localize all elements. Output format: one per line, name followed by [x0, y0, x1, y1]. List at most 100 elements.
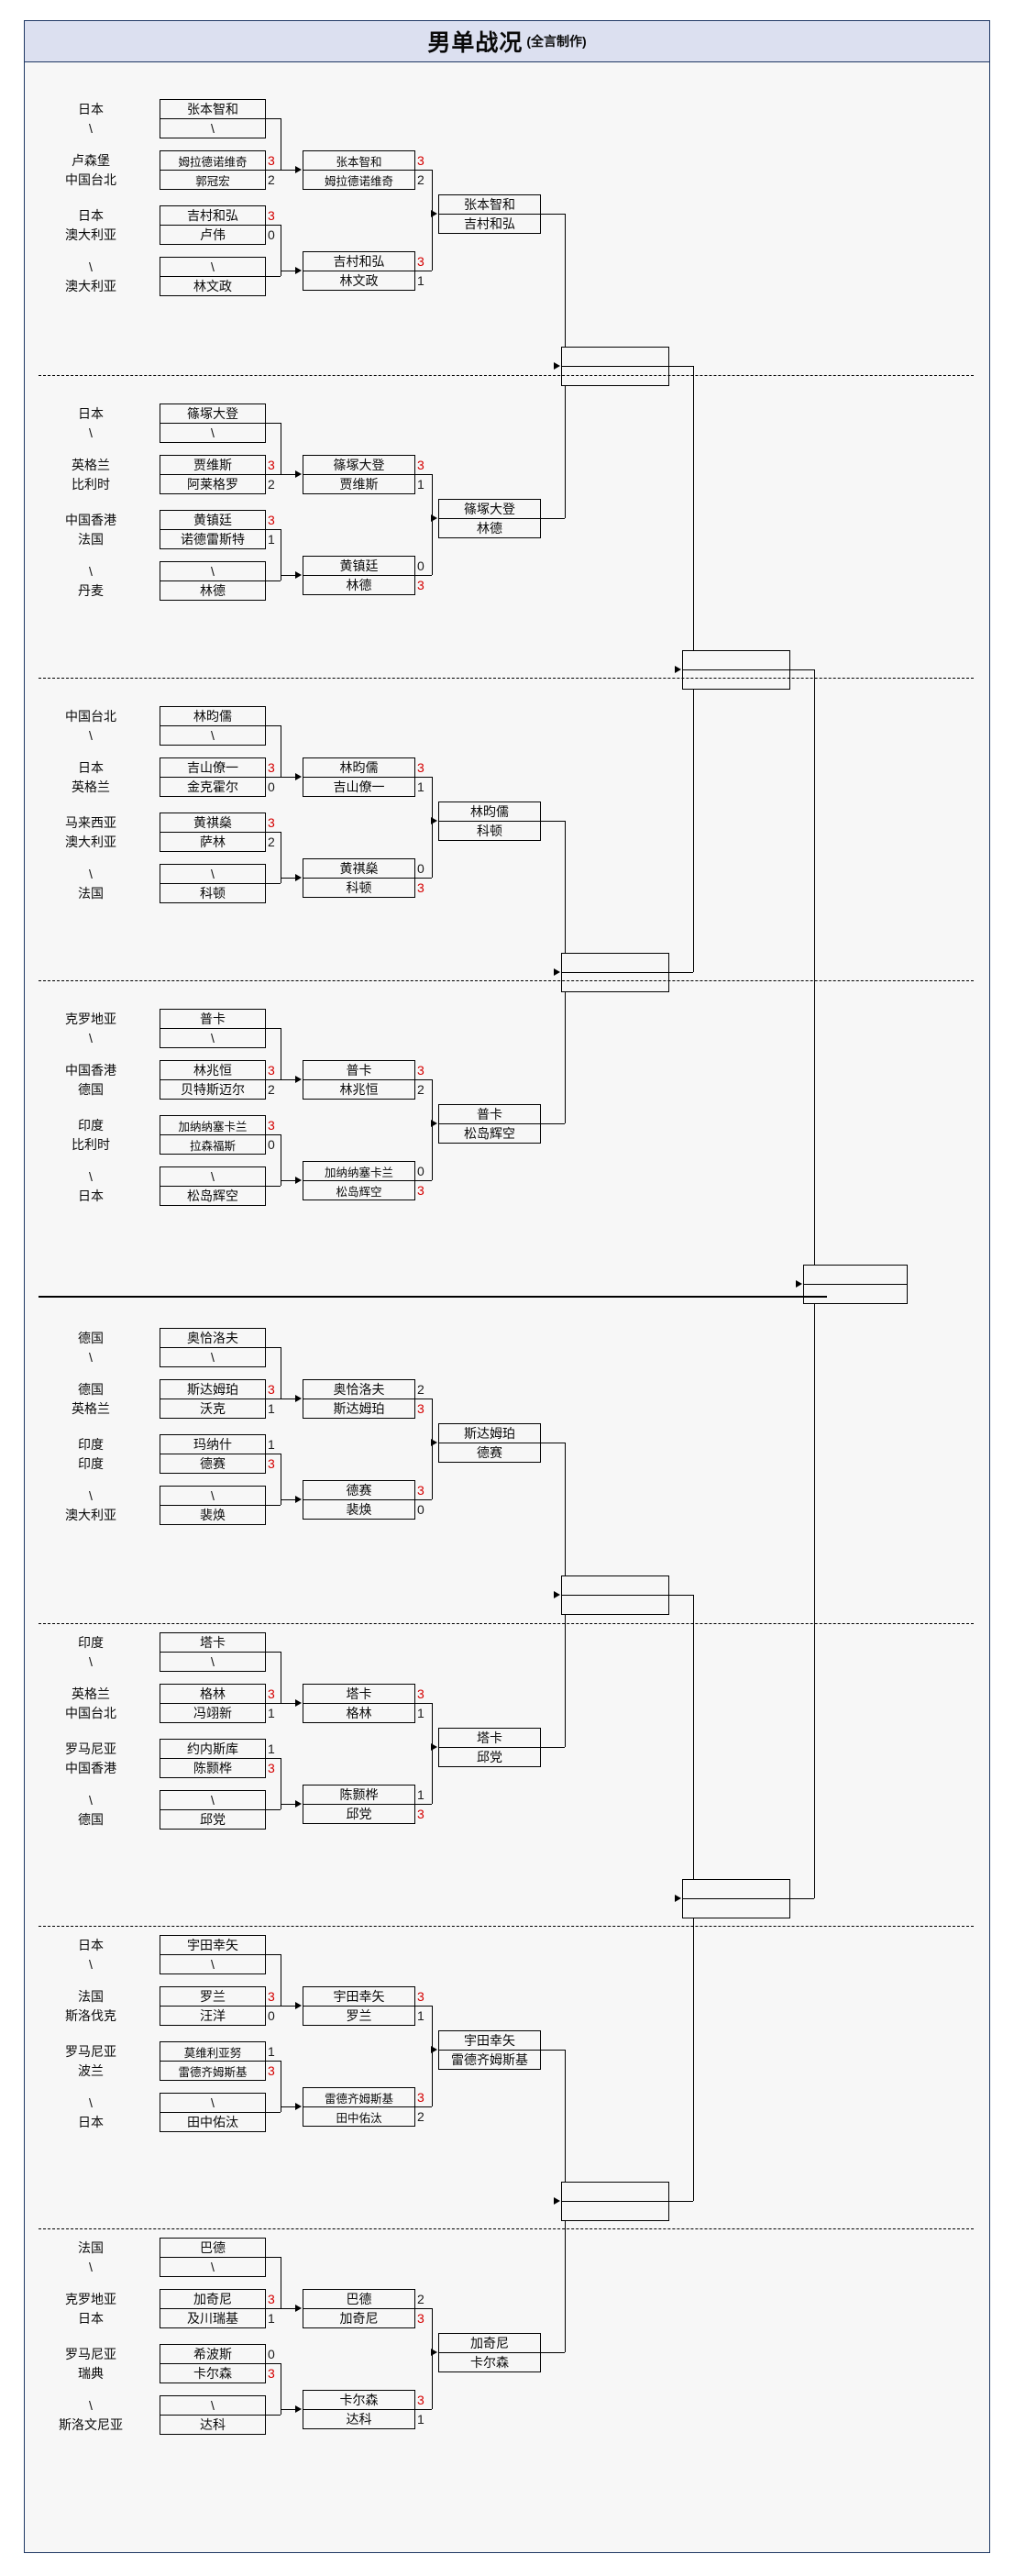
- r1-match-s8-0-top[interactable]: 巴德: [160, 2238, 266, 2258]
- r1-match-s1-2-bottom[interactable]: 卢伟: [160, 225, 266, 245]
- r2-match-s7-1-bottom[interactable]: 田中佑汰: [303, 2106, 415, 2127]
- r2-match-s7-1-top[interactable]: 雷德齐姆斯基: [303, 2087, 415, 2107]
- r2-match-s3-0-bottom[interactable]: 吉山僚一: [303, 777, 415, 797]
- r2-match-s4-1-top[interactable]: 加纳纳塞卡兰: [303, 1161, 415, 1181]
- r1-match-s6-2-top[interactable]: 约内斯库: [160, 1739, 266, 1759]
- r2-match-s6-1-bottom[interactable]: 邱党: [303, 1804, 415, 1824]
- r3-match-s8-top[interactable]: 加奇尼: [438, 2333, 541, 2353]
- r2-match-s5-0-top[interactable]: 奥恰洛夫: [303, 1379, 415, 1399]
- r1-match-s6-3-bottom[interactable]: 邱党: [160, 1809, 266, 1830]
- r1-match-s4-3-bottom[interactable]: 松岛辉空: [160, 1186, 266, 1206]
- r1-match-s4-0-top[interactable]: 普卡: [160, 1009, 266, 1029]
- r2-match-s8-1-bottom[interactable]: 达科: [303, 2409, 415, 2429]
- r2-match-s8-0-bottom[interactable]: 加奇尼: [303, 2308, 415, 2328]
- r1-match-s1-0-bottom[interactable]: \: [160, 118, 266, 138]
- r1-match-s5-2-top[interactable]: 玛纳什: [160, 1434, 266, 1454]
- r1-match-s2-0-top[interactable]: 篠塚大登: [160, 404, 266, 424]
- r2-match-s3-0-top[interactable]: 林昀儒: [303, 757, 415, 778]
- r2-match-s5-1-top[interactable]: 德赛: [303, 1480, 415, 1500]
- r3-match-s1-bottom[interactable]: 吉村和弘: [438, 214, 541, 234]
- r1-match-s8-1-top[interactable]: 加奇尼: [160, 2289, 266, 2309]
- r1-match-s1-1-bottom[interactable]: 郭冠宏: [160, 170, 266, 190]
- r3-match-s3-top[interactable]: 林昀儒: [438, 802, 541, 822]
- r4-match-r4a-top[interactable]: [561, 347, 669, 367]
- r1-match-s3-1-top[interactable]: 吉山僚一: [160, 757, 266, 778]
- r1-match-s3-0-bottom[interactable]: \: [160, 725, 266, 746]
- r2-match-s5-0-bottom[interactable]: 斯达姆珀: [303, 1399, 415, 1419]
- r5-match-r5b-top[interactable]: [682, 1879, 790, 1899]
- r1-match-s3-3-top[interactable]: \: [160, 864, 266, 884]
- r1-match-s7-2-top[interactable]: 莫维利亚努: [160, 2041, 266, 2062]
- r1-match-s4-3-top[interactable]: \: [160, 1166, 266, 1187]
- r2-match-s1-1-bottom[interactable]: 林文政: [303, 271, 415, 291]
- r1-match-s2-2-bottom[interactable]: 诺德雷斯特: [160, 529, 266, 549]
- r1-match-s4-0-bottom[interactable]: \: [160, 1028, 266, 1048]
- r1-match-s6-0-top[interactable]: 塔卡: [160, 1632, 266, 1653]
- r1-match-s5-1-bottom[interactable]: 沃克: [160, 1399, 266, 1419]
- r1-match-s6-1-top[interactable]: 格林: [160, 1684, 266, 1704]
- r1-match-s7-1-top[interactable]: 罗兰: [160, 1986, 266, 2007]
- r1-match-s1-3-top[interactable]: \: [160, 257, 266, 277]
- r1-match-s7-0-bottom[interactable]: \: [160, 1954, 266, 1974]
- r1-match-s1-2-top[interactable]: 吉村和弘: [160, 205, 266, 226]
- r1-match-s2-0-bottom[interactable]: \: [160, 423, 266, 443]
- r3-match-s5-bottom[interactable]: 德赛: [438, 1443, 541, 1463]
- r1-match-s2-3-bottom[interactable]: 林德: [160, 580, 266, 601]
- r2-match-s8-0-top[interactable]: 巴德: [303, 2289, 415, 2309]
- r2-match-s4-1-bottom[interactable]: 松岛辉空: [303, 1180, 415, 1200]
- r3-match-s7-bottom[interactable]: 雷德齐姆斯基: [438, 2050, 541, 2070]
- r3-match-s6-top[interactable]: 塔卡: [438, 1728, 541, 1748]
- r4-match-r4d-top[interactable]: [561, 2182, 669, 2202]
- r1-match-s4-1-bottom[interactable]: 贝特斯迈尔: [160, 1079, 266, 1100]
- r2-match-s7-0-bottom[interactable]: 罗兰: [303, 2006, 415, 2026]
- r3-match-s6-bottom[interactable]: 邱党: [438, 1747, 541, 1767]
- r2-match-s3-1-bottom[interactable]: 科顿: [303, 878, 415, 898]
- r5-match-r5a-bottom[interactable]: [682, 669, 790, 690]
- r1-match-s5-1-top[interactable]: 斯达姆珀: [160, 1379, 266, 1399]
- r1-match-s7-2-bottom[interactable]: 雷德齐姆斯基: [160, 2061, 266, 2081]
- r1-match-s2-1-top[interactable]: 贾维斯: [160, 455, 266, 475]
- r2-match-s3-1-top[interactable]: 黄祺燊: [303, 858, 415, 879]
- r1-match-s1-0-top[interactable]: 张本智和: [160, 99, 266, 119]
- r2-match-s1-1-top[interactable]: 吉村和弘: [303, 251, 415, 271]
- r1-match-s2-3-top[interactable]: \: [160, 561, 266, 581]
- r1-match-s6-1-bottom[interactable]: 冯翊新: [160, 1703, 266, 1723]
- r2-match-s4-0-bottom[interactable]: 林兆恒: [303, 1079, 415, 1100]
- r1-match-s8-3-bottom[interactable]: 达科: [160, 2415, 266, 2435]
- r2-match-s2-1-top[interactable]: 黄镇廷: [303, 556, 415, 576]
- r1-match-s7-1-bottom[interactable]: 汪洋: [160, 2006, 266, 2026]
- r2-match-s1-0-bottom[interactable]: 姆拉德诺维奇: [303, 170, 415, 190]
- r2-match-s5-1-bottom[interactable]: 裴焕: [303, 1499, 415, 1520]
- r1-match-s5-2-bottom[interactable]: 德赛: [160, 1454, 266, 1474]
- r1-match-s3-2-bottom[interactable]: 萨林: [160, 832, 266, 852]
- final-match-final-top[interactable]: [803, 1265, 908, 1285]
- r1-match-s5-3-top[interactable]: \: [160, 1486, 266, 1506]
- r3-match-s2-bottom[interactable]: 林德: [438, 518, 541, 538]
- r5-match-r5a-top[interactable]: [682, 650, 790, 670]
- r2-match-s8-1-top[interactable]: 卡尔森: [303, 2390, 415, 2410]
- r2-match-s7-0-top[interactable]: 宇田幸矢: [303, 1986, 415, 2007]
- r3-match-s4-bottom[interactable]: 松岛辉空: [438, 1123, 541, 1144]
- r1-match-s8-2-bottom[interactable]: 卡尔森: [160, 2363, 266, 2383]
- r2-match-s2-0-bottom[interactable]: 贾维斯: [303, 474, 415, 494]
- r3-match-s3-bottom[interactable]: 科顿: [438, 821, 541, 841]
- r4-match-r4c-top[interactable]: [561, 1575, 669, 1596]
- r1-match-s8-1-bottom[interactable]: 及川瑞基: [160, 2308, 266, 2328]
- r1-match-s4-2-top[interactable]: 加纳纳塞卡兰: [160, 1115, 266, 1135]
- r2-match-s2-1-bottom[interactable]: 林德: [303, 575, 415, 595]
- r2-match-s2-0-top[interactable]: 篠塚大登: [303, 455, 415, 475]
- r1-match-s8-3-top[interactable]: \: [160, 2395, 266, 2416]
- r1-match-s4-1-top[interactable]: 林兆恒: [160, 1060, 266, 1080]
- r1-match-s6-0-bottom[interactable]: \: [160, 1652, 266, 1672]
- r1-match-s8-0-bottom[interactable]: \: [160, 2257, 266, 2277]
- r2-match-s6-0-top[interactable]: 塔卡: [303, 1684, 415, 1704]
- r3-match-s1-top[interactable]: 张本智和: [438, 194, 541, 215]
- r3-match-s7-top[interactable]: 宇田幸矢: [438, 2030, 541, 2051]
- r1-match-s3-0-top[interactable]: 林昀儒: [160, 706, 266, 726]
- r5-match-r5b-bottom[interactable]: [682, 1898, 790, 1918]
- r1-match-s2-1-bottom[interactable]: 阿莱格罗: [160, 474, 266, 494]
- r1-match-s5-0-top[interactable]: 奥恰洛夫: [160, 1328, 266, 1348]
- r2-match-s6-1-top[interactable]: 陈颢桦: [303, 1785, 415, 1805]
- r1-match-s1-1-top[interactable]: 姆拉德诺维奇: [160, 150, 266, 171]
- r1-match-s6-2-bottom[interactable]: 陈颢桦: [160, 1758, 266, 1778]
